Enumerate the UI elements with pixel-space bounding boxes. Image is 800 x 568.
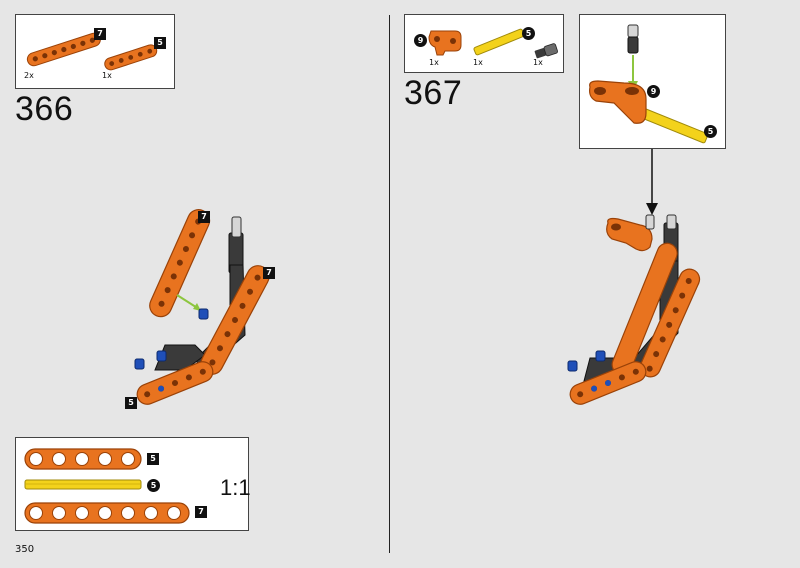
beam-5-scale-image: [24, 448, 142, 470]
subassembly-illustration: [589, 24, 709, 144]
callout-badge: 7: [263, 267, 275, 279]
scale-ratio-label: 1:1: [220, 475, 251, 500]
bent-liftarm-part-image: [428, 30, 462, 56]
part-quantity: 1x: [473, 58, 483, 67]
part-number-badge: 5: [154, 37, 166, 49]
parts-list-box-367: 9 1x 5 1x 1x: [404, 14, 564, 73]
step-number: 366: [15, 90, 74, 128]
part-number-badge: 5: [522, 27, 535, 40]
axle-5-scale-image: [24, 479, 142, 490]
part-quantity: 2x: [24, 71, 34, 80]
parts-list-box-366: 7 2x 5 1x: [15, 14, 175, 89]
part-number-badge: 5: [147, 479, 160, 492]
scale-reference-box: 5 5 7 1:1: [15, 437, 251, 531]
part-number-badge: 9: [414, 34, 427, 47]
part-quantity: 1x: [102, 71, 112, 80]
assembly-illustration-366: [134, 209, 270, 405]
beam-5-part-image: [104, 44, 158, 71]
axle-pin-part-image: [534, 43, 558, 59]
subassembly-box: 9 5: [579, 14, 726, 149]
assembly-illustration-367: [567, 214, 701, 405]
beam-7-part-image: [26, 32, 101, 67]
placement-arrow: [646, 149, 658, 215]
step-number: 367: [404, 74, 463, 112]
part-number-badge: 7: [94, 28, 106, 40]
part-number-badge: 9: [647, 85, 660, 98]
beam-7-scale-image: [24, 502, 190, 524]
part-number-badge: 7: [195, 506, 207, 518]
part-quantity: 1x: [429, 58, 439, 67]
axle-5-part-image: [473, 28, 525, 56]
page-number: 350: [15, 544, 35, 555]
page-divider: [389, 15, 390, 553]
part-number-badge: 5: [147, 453, 159, 465]
part-quantity: 1x: [533, 58, 543, 67]
part-number-badge: 5: [704, 125, 717, 138]
callout-badge: 5: [125, 397, 137, 409]
callout-badge: 7: [198, 211, 210, 223]
